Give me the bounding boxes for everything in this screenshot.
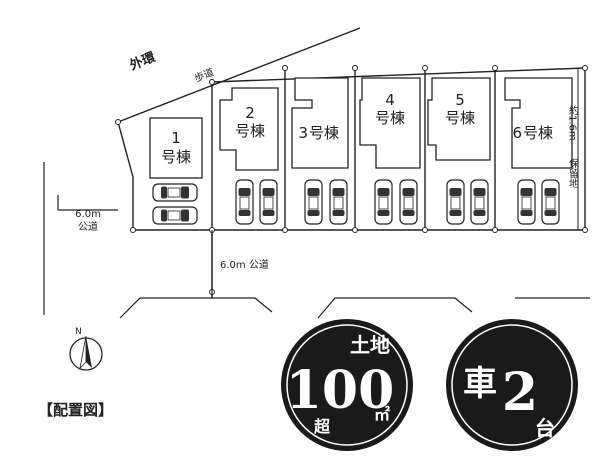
car-icon — [374, 179, 393, 225]
building-6-suffix: 号棟 — [523, 124, 553, 142]
car-icon — [399, 179, 418, 225]
car-icon — [470, 179, 489, 225]
car-icon — [152, 206, 198, 225]
north-label: N — [75, 327, 82, 337]
car-icon — [541, 179, 560, 225]
building-2-number: 2 — [245, 104, 255, 122]
reserved-strip-width: 約1.6m — [567, 104, 579, 141]
bottom-road-curbs — [119, 230, 590, 319]
car-icon — [329, 179, 348, 225]
parking-badge-unit: 台 — [535, 416, 555, 440]
parking-cars — [152, 179, 560, 225]
building-5-number: 5 — [455, 91, 465, 109]
building-1-number: 1 — [171, 129, 181, 147]
parking-badge: 車 2 台 — [446, 319, 578, 451]
car-icon — [304, 179, 323, 225]
building-3-number: 3 — [298, 124, 308, 142]
car-icon — [446, 179, 465, 225]
car-icon — [152, 183, 198, 202]
legend-title: 【配置図】 — [38, 401, 113, 419]
land-badge-top: 土地 — [350, 333, 390, 357]
car-icon — [235, 179, 254, 225]
left-road-name: 公道 — [78, 220, 98, 233]
car-icon — [517, 179, 536, 225]
left-road-width: 6.0m — [75, 209, 101, 220]
building-4-suffix: 号棟 — [375, 109, 405, 127]
building-5-suffix: 号棟 — [445, 109, 475, 127]
parking-badge-count: 2 — [502, 362, 538, 423]
north-arrow-icon: N — [69, 327, 103, 371]
left-road — [43, 162, 118, 315]
land-badge-suffix: 超 — [313, 417, 331, 436]
building-labels: 1 号棟 2 号棟 3 号棟 4 号棟 5 号棟 6 号棟 — [161, 91, 553, 166]
car-icon — [259, 179, 278, 225]
building-6-number: 6 — [512, 124, 522, 142]
reserved-strip-name: 保留地 — [567, 157, 579, 188]
land-badge-unit: ㎡ — [374, 405, 390, 424]
building-3-suffix: 号棟 — [309, 124, 339, 142]
building-2-suffix: 号棟 — [235, 122, 265, 140]
building-4-number: 4 — [385, 91, 395, 109]
land-area-badge: 土地 100 ㎡ 超 — [281, 319, 413, 451]
parking-badge-char: 車 — [463, 364, 497, 404]
bottom-road-label: 6.0m 公道 — [220, 258, 269, 271]
building-footprints — [149, 77, 573, 179]
building-1-suffix: 号棟 — [161, 148, 191, 166]
land-badge-value: 100 — [286, 360, 395, 421]
site-boundary — [117, 27, 586, 298]
outer-ring-road-label: 外環 — [127, 49, 159, 74]
